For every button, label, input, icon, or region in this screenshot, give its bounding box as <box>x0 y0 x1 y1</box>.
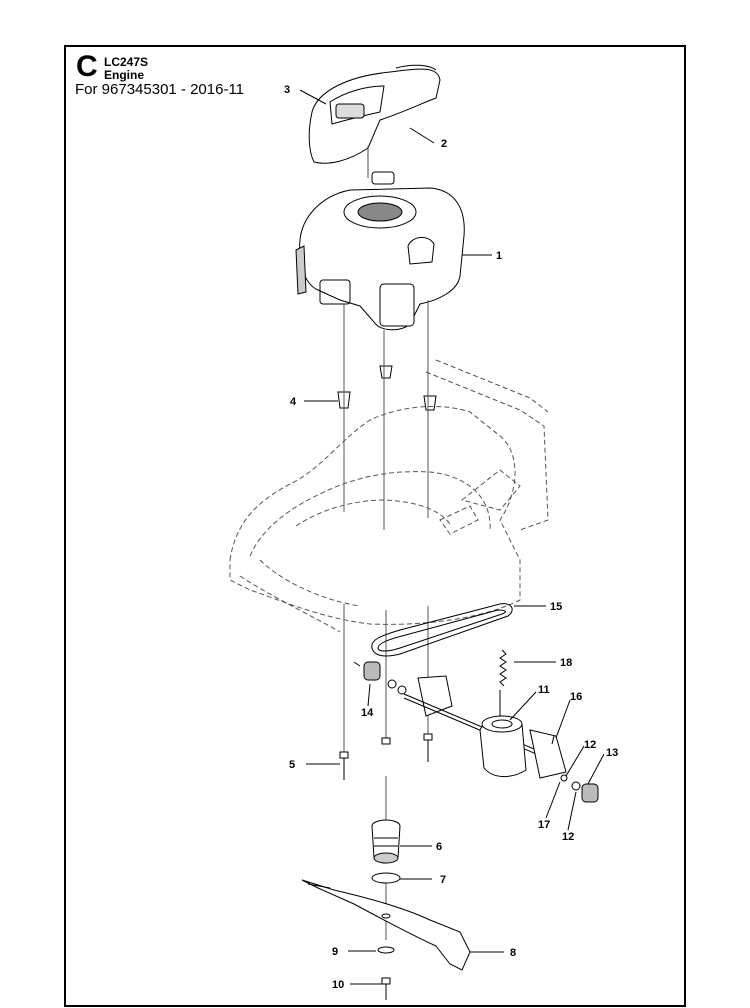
callout-6: 6 <box>436 841 442 853</box>
callout-7: 7 <box>440 874 446 886</box>
callout-9: 9 <box>332 946 338 958</box>
blade-bolt-part[interactable] <box>381 977 391 1000</box>
spring-part[interactable] <box>499 649 507 716</box>
callout-17: 17 <box>538 819 550 831</box>
callout-12-top: 12 <box>584 739 596 751</box>
page-frame <box>64 45 686 1007</box>
callout-14: 14 <box>361 707 374 719</box>
callout-18: 18 <box>560 657 572 669</box>
stud-part[interactable] <box>337 365 437 411</box>
serial-date-line: For 967345301 - 2016-11 <box>75 81 245 98</box>
wheel-adapter-right[interactable] <box>560 774 599 803</box>
callout-2: 2 <box>441 138 447 150</box>
callout-12-bottom: 12 <box>562 831 574 843</box>
wheel-adapter-left[interactable] <box>353 661 407 695</box>
callout-8: 8 <box>510 947 516 959</box>
callout-10: 10 <box>332 979 344 991</box>
blade-adapter-part[interactable] <box>371 819 401 864</box>
callout-16: 16 <box>570 691 582 703</box>
blade-part[interactable] <box>301 879 471 971</box>
bolt-part[interactable] <box>339 733 433 780</box>
section-letter: C <box>76 50 98 83</box>
section-title: Engine <box>104 68 145 82</box>
callout-15: 15 <box>550 601 562 613</box>
washer-part-9[interactable] <box>377 946 395 954</box>
model-number: LC247S <box>104 55 149 69</box>
engine-part[interactable] <box>295 171 465 331</box>
leader-lines <box>299 89 605 985</box>
callout-13: 13 <box>606 747 618 759</box>
callout-4: 4 <box>290 396 297 408</box>
callout-1: 1 <box>496 250 502 262</box>
mower-deck <box>229 359 549 633</box>
drive-belt-part[interactable] <box>371 603 513 657</box>
pin-part[interactable] <box>551 735 555 745</box>
callout-5: 5 <box>289 759 295 771</box>
callout-labels: 1 2 3 4 5 6 7 8 9 10 11 12 12 13 14 15 1… <box>284 84 618 991</box>
washer-part-7[interactable] <box>371 872 401 884</box>
callout-11: 11 <box>538 684 550 696</box>
gearbox-part[interactable] <box>403 675 567 779</box>
callout-3: 3 <box>284 84 290 96</box>
engine-cover-part[interactable] <box>308 64 441 164</box>
